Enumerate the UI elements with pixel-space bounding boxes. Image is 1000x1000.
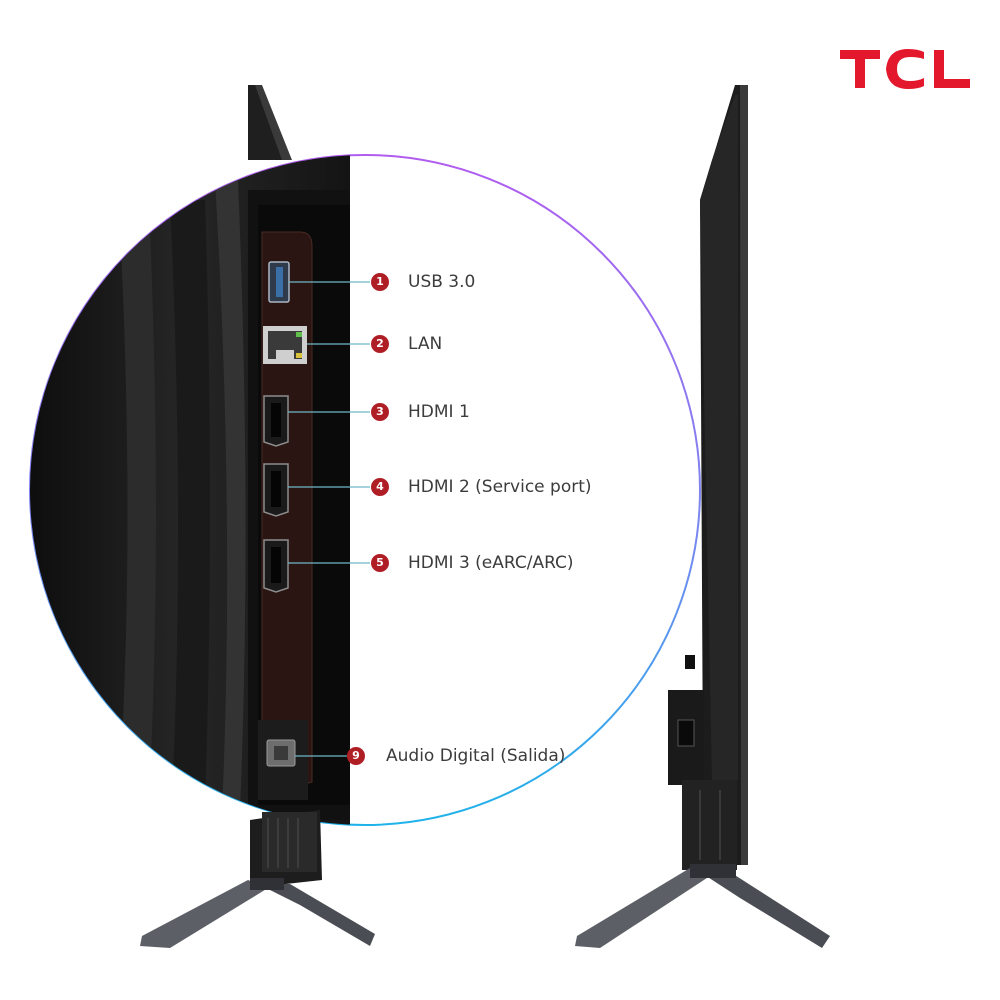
port-4-number-badge: 4 [371, 478, 389, 496]
port-3-number-badge: 3 [371, 403, 389, 421]
usb-port-icon [268, 261, 290, 303]
tcl-logo: TCL [840, 40, 975, 96]
port-1-label: USB 3.0 [408, 272, 476, 292]
left-tv-stand [140, 810, 375, 948]
port-5-label: HDMI 3 (eARC/ARC) [408, 553, 574, 573]
zoomed-port-panel [30, 155, 370, 825]
hdmi-port-icon [263, 539, 289, 593]
port-9-number-badge: 9 [347, 747, 365, 765]
optical-audio-port-icon [266, 739, 296, 767]
ethernet-port-icon [263, 326, 307, 364]
callout-lines [288, 281, 370, 757]
port-2-number-badge: 2 [371, 335, 389, 353]
port-4-label: HDMI 2 (Service port) [408, 477, 592, 497]
hdmi-port-icon [263, 395, 289, 447]
tcl-logo-mark [840, 49, 970, 89]
port-3-label: HDMI 1 [408, 402, 470, 422]
port-5-number-badge: 5 [371, 554, 389, 572]
port-9-label: Audio Digital (Salida) [386, 746, 566, 766]
port-1-number-badge: 1 [371, 273, 389, 291]
left-tv-upper-edge [248, 85, 292, 160]
port-2-label: LAN [408, 334, 443, 354]
right-tv-profile [575, 85, 830, 948]
hdmi-port-icon [263, 463, 289, 517]
